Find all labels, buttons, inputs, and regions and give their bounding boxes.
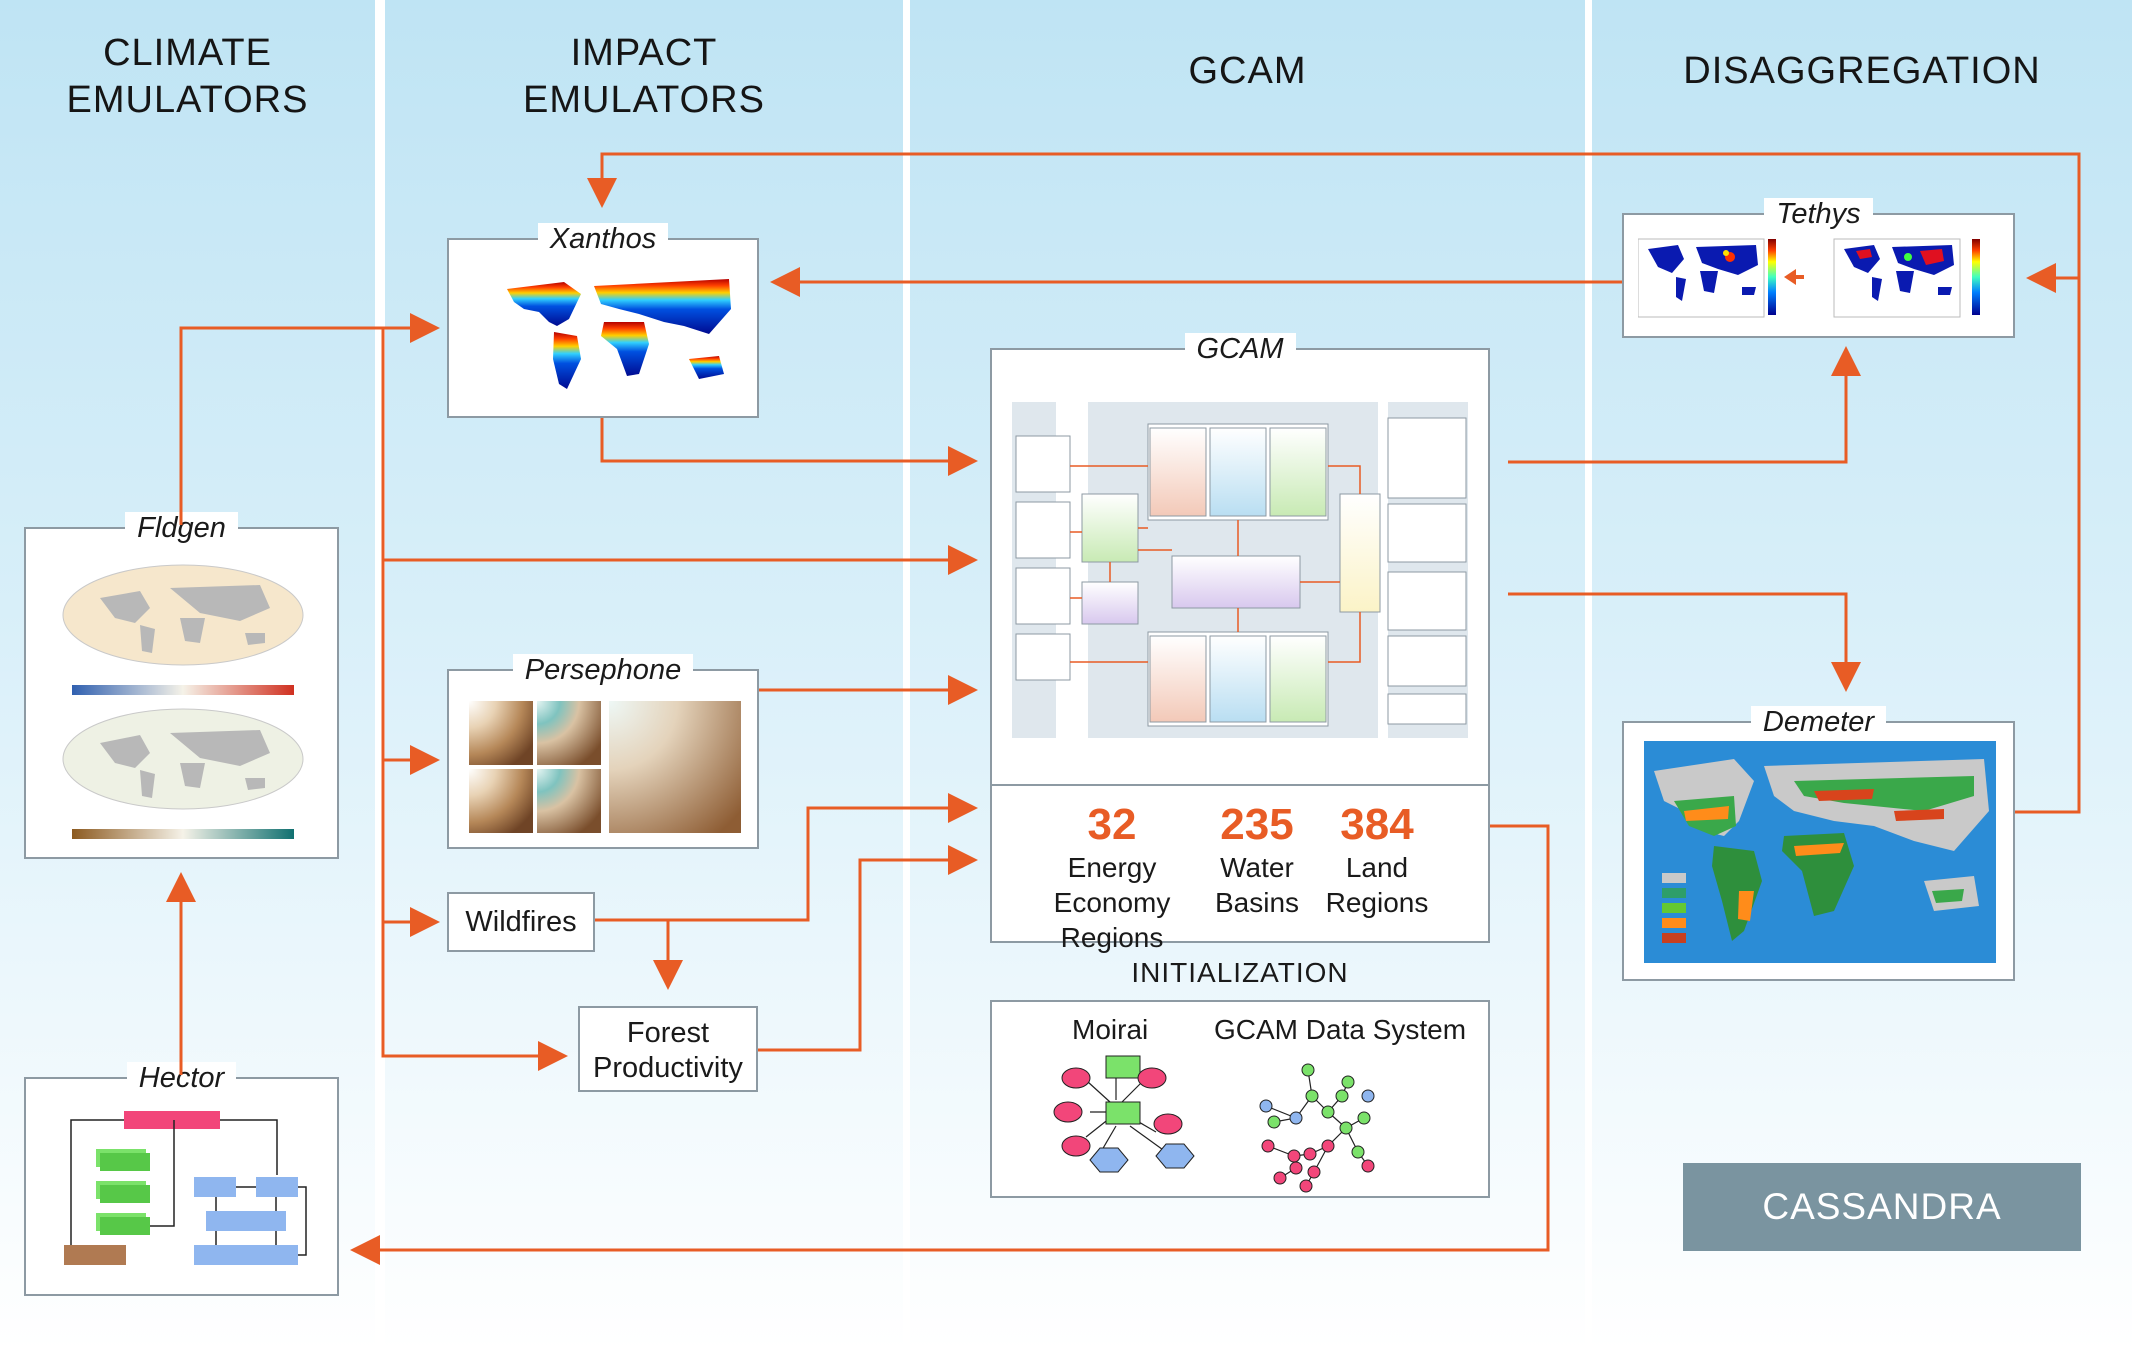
stat-energy-label: Energy Economy Regions (1053, 852, 1171, 953)
column-title-gcam: GCAM (1188, 50, 1307, 92)
column-title-impact: IMPACT EMULATORS (523, 32, 765, 121)
stat-water-value: 235 (1220, 800, 1294, 849)
column-title-climate: CLIMATE EMULATORS (66, 32, 309, 121)
initialization-box[interactable]: Moirai GCAM Data System (990, 1000, 1490, 1198)
wildfires-label: Wildfires (465, 906, 577, 938)
forest-productivity-box[interactable]: Forest Productivity (578, 1006, 758, 1092)
cassandra-badge: CASSANDRA (1683, 1163, 2081, 1251)
stat-energy-value: 32 (1087, 800, 1137, 849)
moirai-label: Moirai (1072, 1014, 1149, 1045)
tethys-box[interactable]: Tethys (1622, 198, 2015, 338)
hector-model-schematic (64, 1111, 307, 1265)
demeter-map-image (1644, 741, 1996, 963)
persephone-surfaces-image (469, 701, 741, 833)
fldgen-maps-image (62, 564, 304, 839)
forest-productivity-label: Forest Productivity (593, 1017, 743, 1084)
xanthos-map-image (469, 264, 739, 406)
gcam-divider (992, 784, 1488, 786)
gcam-data-system-label: GCAM Data System (1214, 1014, 1467, 1045)
stat-water-label: Water Basins (1214, 852, 1300, 918)
gcam-box[interactable]: GCAM (990, 333, 1490, 953)
stat-water-basins: 235 Water Basins (1202, 800, 1312, 920)
gcam-data-system-graph (1259, 1063, 1375, 1193)
initialization-title: INITIALIZATION (1131, 957, 1349, 988)
persephone-box[interactable]: Persephone (447, 654, 759, 849)
wildfires-box[interactable]: Wildfires (447, 892, 595, 952)
stat-energy-regions: 32 Energy Economy Regions (1007, 800, 1217, 955)
tethys-maps-image (1638, 238, 1980, 318)
gcam-structure-schematic (1012, 402, 1468, 738)
stat-land-regions: 384 Land Regions (1317, 800, 1437, 920)
stat-land-value: 384 (1340, 800, 1414, 849)
moirai-graph (1053, 1055, 1195, 1173)
stat-land-label: Land Regions (1325, 852, 1429, 918)
demeter-box[interactable]: Demeter (1622, 706, 2015, 981)
column-title-disaggregation: DISAGGREGATION (1683, 50, 2041, 92)
